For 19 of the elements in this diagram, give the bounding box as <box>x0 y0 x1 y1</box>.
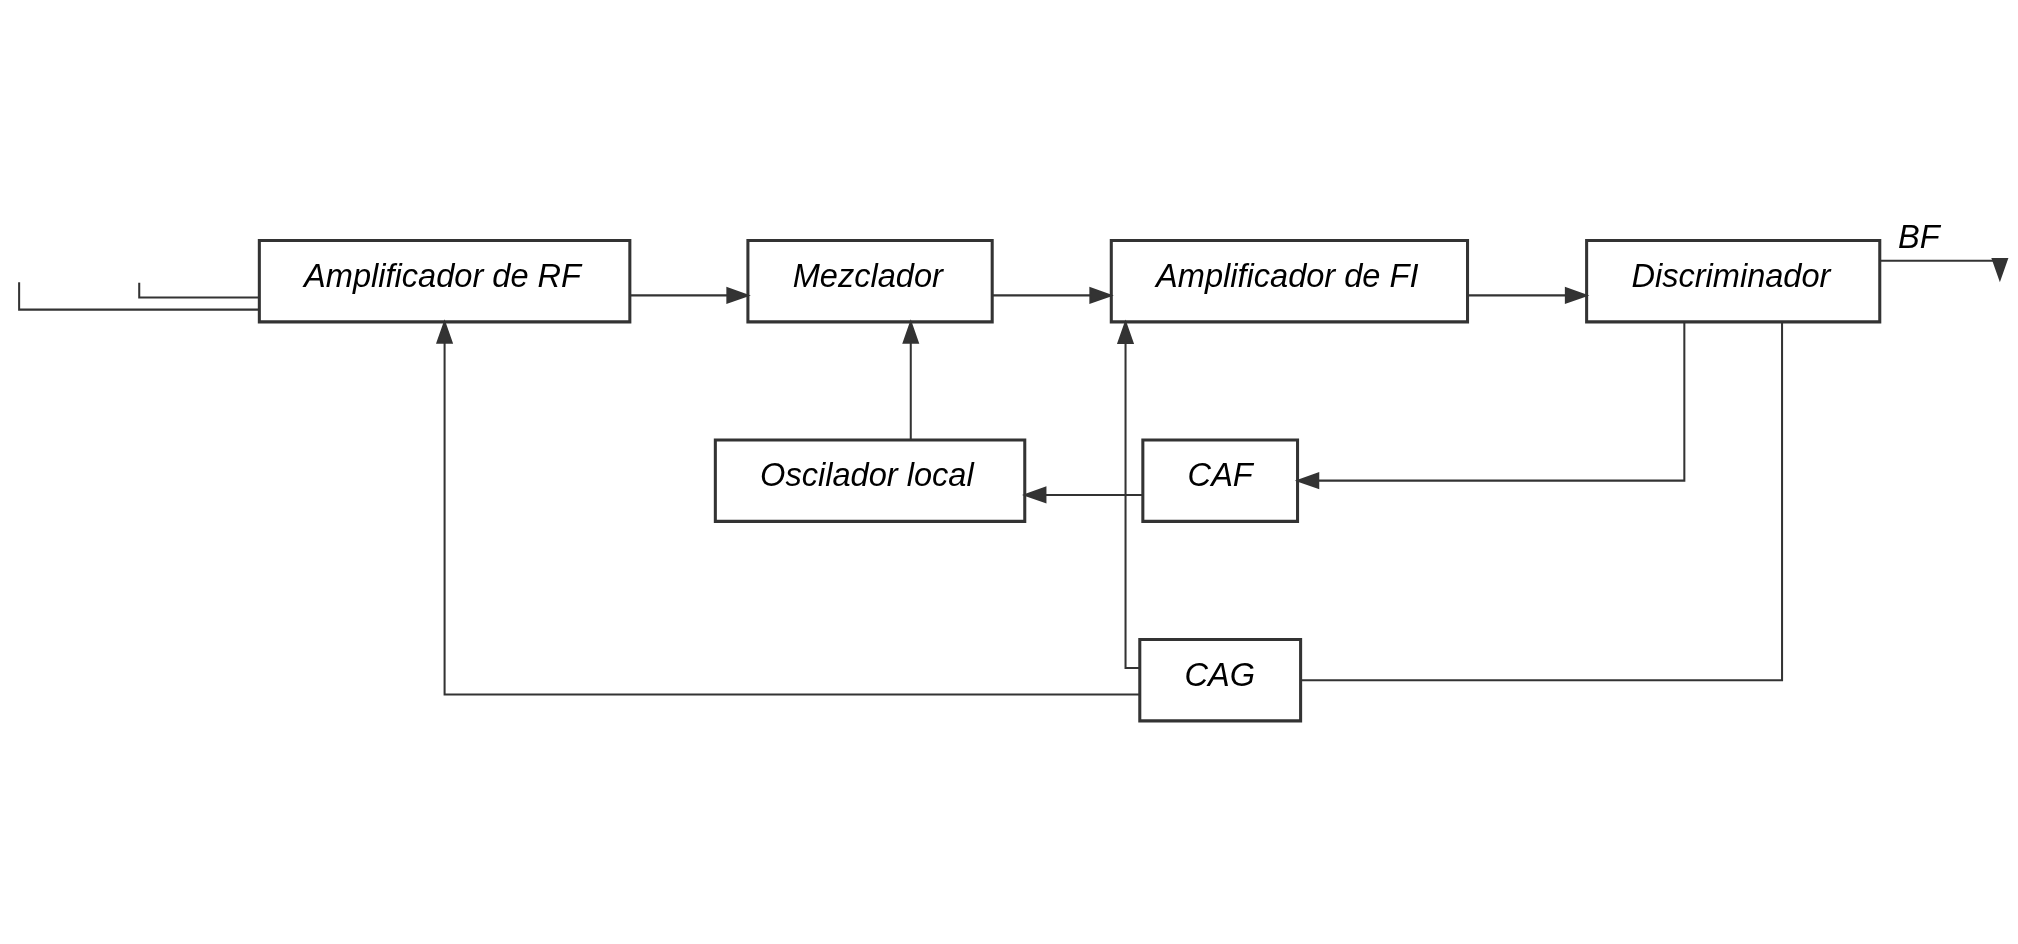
node-box: Oscilador local <box>713 437 1026 523</box>
connector <box>137 282 259 298</box>
node-box: Amplificador de FI <box>1109 238 1469 323</box>
arrow <box>629 286 751 304</box>
arrow <box>992 286 1114 304</box>
arrow <box>1294 322 1685 489</box>
node-box: Amplificador de RF <box>257 238 631 323</box>
arrow <box>1021 485 1142 503</box>
arrow <box>1116 318 1139 669</box>
edge-label: BF <box>1897 218 1940 255</box>
arrow <box>1467 286 1589 304</box>
connector <box>17 281 259 311</box>
node-box: Discriminador <box>1584 238 1881 323</box>
node-box: Mezclador <box>745 238 994 323</box>
node-box: CAF <box>1140 437 1299 523</box>
connector <box>1300 321 1783 681</box>
arrow <box>901 318 919 439</box>
node-box: CAG <box>1137 637 1302 722</box>
arrow <box>435 318 1139 695</box>
